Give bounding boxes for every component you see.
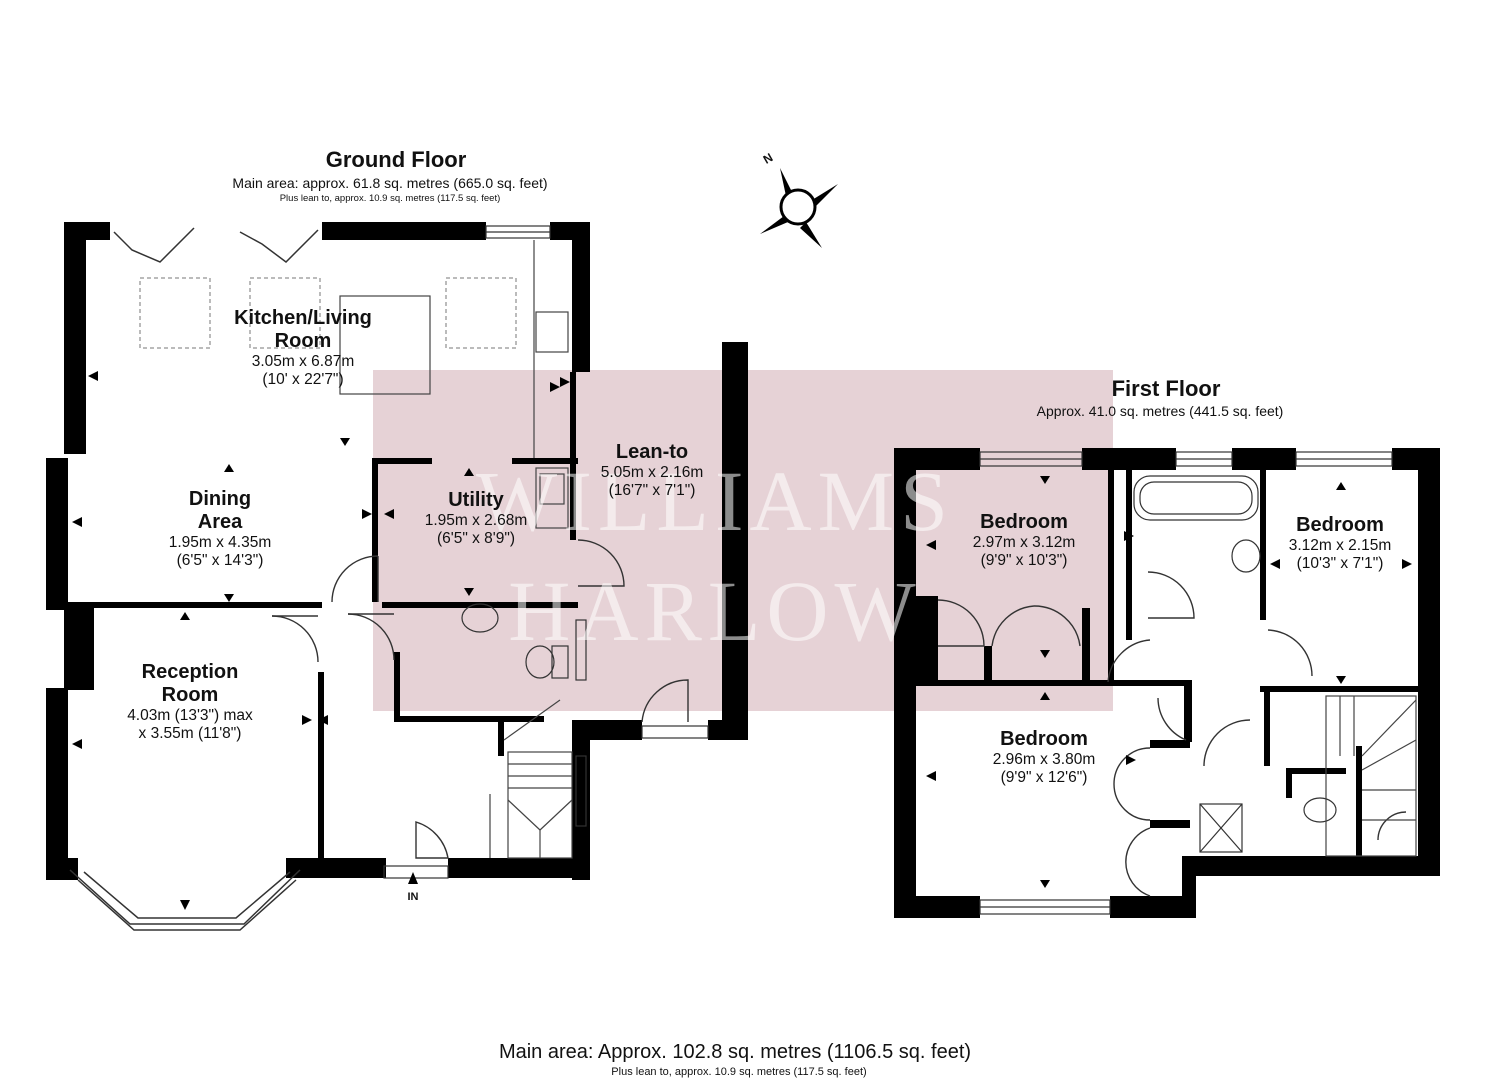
- dining-name-line1: Dining: [189, 488, 251, 510]
- kitchen-imperial: (10' x 22'7"): [262, 371, 343, 388]
- kitchen-name-line2: Room: [275, 330, 332, 352]
- bedroom-a-metric: 2.97m x 3.12m: [973, 534, 1076, 551]
- compass-north-label: N: [761, 150, 776, 166]
- bedroom-b-metric: 3.12m x 2.15m: [1289, 537, 1392, 554]
- lean-to-imperial: (16'7" x 7'1"): [609, 482, 696, 499]
- utility-name: Utility: [448, 489, 504, 511]
- first-floor-title: First Floor: [1112, 376, 1221, 401]
- lean-to-name: Lean-to: [616, 441, 688, 463]
- bedroom-a-name: Bedroom: [980, 511, 1068, 533]
- dining-metric: 1.95m x 4.35m: [169, 534, 272, 551]
- watermark-line1: WILLIAMS: [476, 453, 954, 549]
- reception-dims-line1: 4.03m (13'3") max: [127, 707, 253, 724]
- reception-name-line2: Room: [162, 684, 219, 706]
- first-floor-plan: [894, 448, 1440, 918]
- dimension-markers: [72, 371, 1412, 910]
- dining-name-line2: Area: [198, 511, 243, 533]
- reception-dims-line2: x 3.55m (11'8"): [139, 725, 242, 742]
- utility-imperial: (6'5" x 8'9"): [437, 530, 515, 547]
- entrance-label: IN: [408, 891, 419, 903]
- bedroom-a-imperial: (9'9" x 10'3"): [981, 552, 1068, 569]
- total-main-area: Main area: Approx. 102.8 sq. metres (110…: [499, 1041, 971, 1063]
- bedroom-c-name: Bedroom: [1000, 728, 1088, 750]
- bedroom-b-imperial: (10'3" x 7'1"): [1297, 555, 1384, 572]
- dining-imperial: (6'5" x 14'3"): [177, 552, 264, 569]
- ground-floor-title: Ground Floor: [326, 147, 467, 172]
- bedroom-c-imperial: (9'9" x 12'6"): [1001, 769, 1088, 786]
- bedroom-b-name: Bedroom: [1296, 514, 1384, 536]
- entrance-marker: IN: [408, 872, 419, 903]
- ground-floor-main-area: Main area: approx. 61.8 sq. metres (665.…: [232, 175, 547, 191]
- first-floor-area: Approx. 41.0 sq. metres (441.5 sq. feet): [1037, 403, 1284, 419]
- reception-name-line1: Reception: [142, 661, 239, 683]
- ground-floor-lean-to-area: Plus lean to, approx. 10.9 sq. metres (1…: [280, 193, 501, 204]
- kitchen-name-line1: Kitchen/Living: [234, 307, 372, 329]
- ground-floor-plan: [46, 222, 748, 931]
- bedroom-c-metric: 2.96m x 3.80m: [993, 751, 1096, 768]
- total-lean-to-area: Plus lean to, approx. 10.9 sq. metres (1…: [611, 1066, 866, 1078]
- lean-to-metric: 5.05m x 2.16m: [601, 464, 704, 481]
- kitchen-metric: 3.05m x 6.87m: [252, 353, 355, 370]
- watermark-line2: HARLOW: [508, 563, 921, 659]
- utility-metric: 1.95m x 2.68m: [425, 512, 528, 529]
- north-compass: N: [760, 150, 838, 248]
